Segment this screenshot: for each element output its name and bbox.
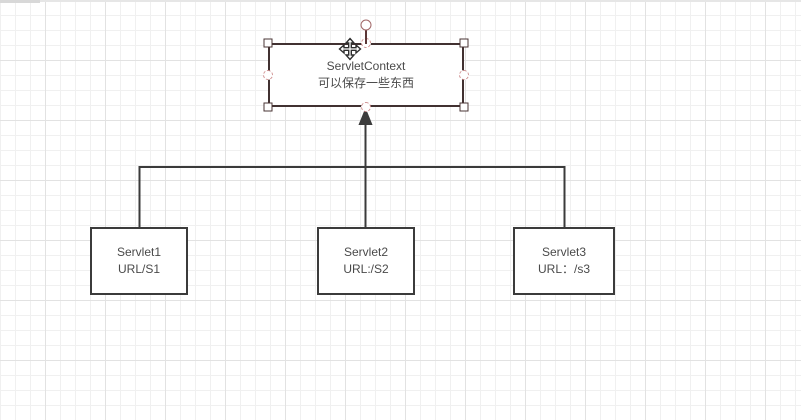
node-servletcontext[interactable]: ServletContext 可以保存一些东西 [268,43,464,107]
connection-handle-left[interactable] [263,70,273,80]
resize-handle-top-right[interactable] [459,38,469,48]
node-subtitle: URL:/S2 [343,262,389,276]
node-subtitle: URL/S1 [117,262,161,276]
node-title: Servlet2 [343,245,389,259]
rotation-handle-stem [365,29,367,44]
connection-handle-right[interactable] [459,70,469,80]
resize-handle-bottom-left[interactable] [263,102,273,112]
node-title: Servlet3 [541,245,587,259]
resize-handle-bottom-right[interactable] [459,102,469,112]
node-subtitle: 可以保存一些东西 [317,76,414,90]
node-subtitle: URL：/s3 [537,262,590,276]
connection-handle-bottom[interactable] [361,102,371,112]
node-servlet1[interactable]: Servlet1 URL/S1 [90,227,188,295]
node-servlet3[interactable]: Servlet3 URL：/s3 [513,227,615,295]
node-title: Servlet1 [116,245,162,259]
rotation-handle[interactable] [360,19,372,31]
move-cursor-icon [338,37,362,61]
window-edge [0,0,801,2]
node-title: ServletContext [326,59,406,73]
node-servlet2[interactable]: Servlet2 URL:/S2 [317,227,415,295]
window-edge-corner [0,0,40,3]
edge-bus-connector[interactable] [138,166,566,227]
resize-handle-top-left[interactable] [263,38,273,48]
